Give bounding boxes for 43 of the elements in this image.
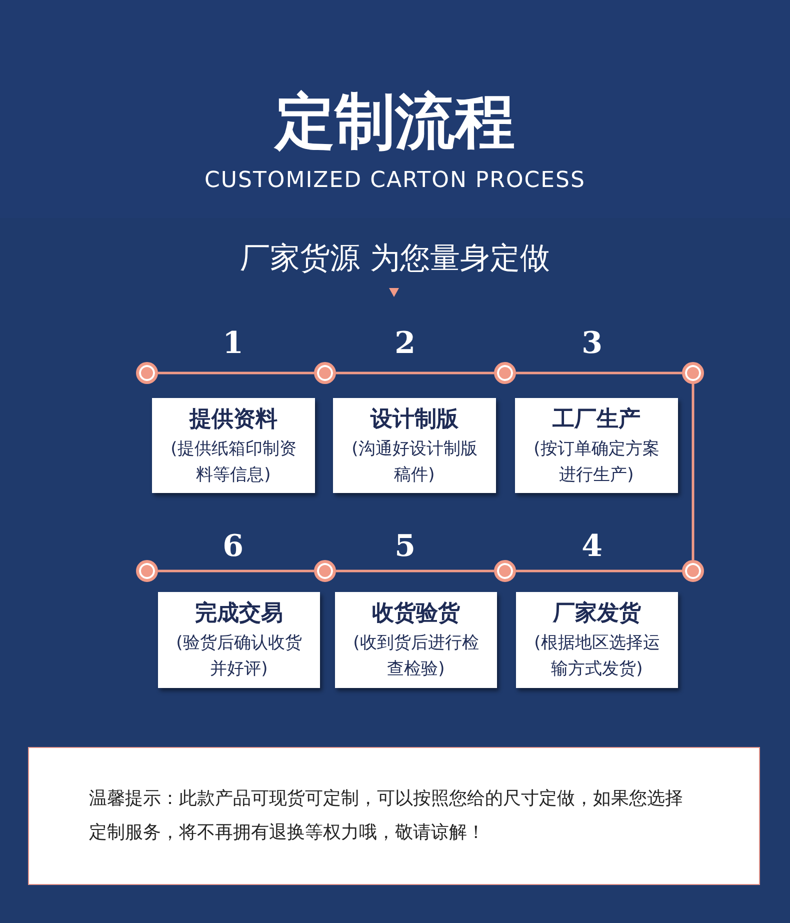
slogan: 厂家货源 为您量身定做 <box>239 240 551 278</box>
timeline-dot <box>314 560 336 582</box>
step-title: 提供资料 <box>190 406 278 434</box>
timeline-dot <box>682 560 704 582</box>
connector-line <box>158 372 314 374</box>
connector-line <box>516 570 682 572</box>
step-title: 完成交易 <box>195 600 283 628</box>
step-title: 设计制版 <box>370 406 458 434</box>
step-description: (根据地区选择运输方式发货) <box>533 632 661 681</box>
timeline-dot <box>136 362 158 384</box>
step-title: 厂家发货 <box>553 600 641 628</box>
step-description: (按订单确定方案进行生产) <box>532 438 660 487</box>
step-description: (沟通好设计制版稿件) <box>350 438 478 487</box>
step-number: 3 <box>580 326 604 361</box>
step-card <box>516 592 678 688</box>
step-number: 6 <box>222 529 244 564</box>
step-card <box>152 398 315 493</box>
subtitle: CUSTOMIZED CARTON PROCESS <box>204 168 586 193</box>
step-number: 4 <box>580 529 604 564</box>
connector-line <box>692 384 694 560</box>
step-title: 工厂生产 <box>552 406 640 434</box>
step-card <box>335 592 497 688</box>
step-description: (提供纸箱印制资料等信息) <box>170 438 298 487</box>
timeline-dot <box>494 362 516 384</box>
step-card <box>158 592 320 688</box>
notice-text: 温馨提示：此款产品可现货可定制，可以按照您给的尺寸定做，如果您选择定制服务，将不再拥有退换等权力哦，敬请谅解！ <box>28 747 760 885</box>
step-card <box>333 398 496 493</box>
step-number: 5 <box>394 529 416 564</box>
step-card <box>515 398 678 493</box>
timeline-dot <box>136 560 158 582</box>
timeline-dot <box>682 362 704 384</box>
timeline-dot <box>494 560 516 582</box>
title: 定制流程 <box>272 86 516 159</box>
connector-line <box>516 372 682 374</box>
connector-line <box>336 372 494 374</box>
connector-line <box>158 570 314 572</box>
step-title: 收货验货 <box>372 600 460 628</box>
step-description: (收到货后进行检查检验) <box>352 632 480 681</box>
timeline-dot <box>314 362 336 384</box>
step-description: (验货后确认收货并好评) <box>175 632 303 681</box>
step-number: 2 <box>394 326 416 361</box>
step-number: 1 <box>222 326 244 361</box>
connector-line <box>336 570 494 572</box>
